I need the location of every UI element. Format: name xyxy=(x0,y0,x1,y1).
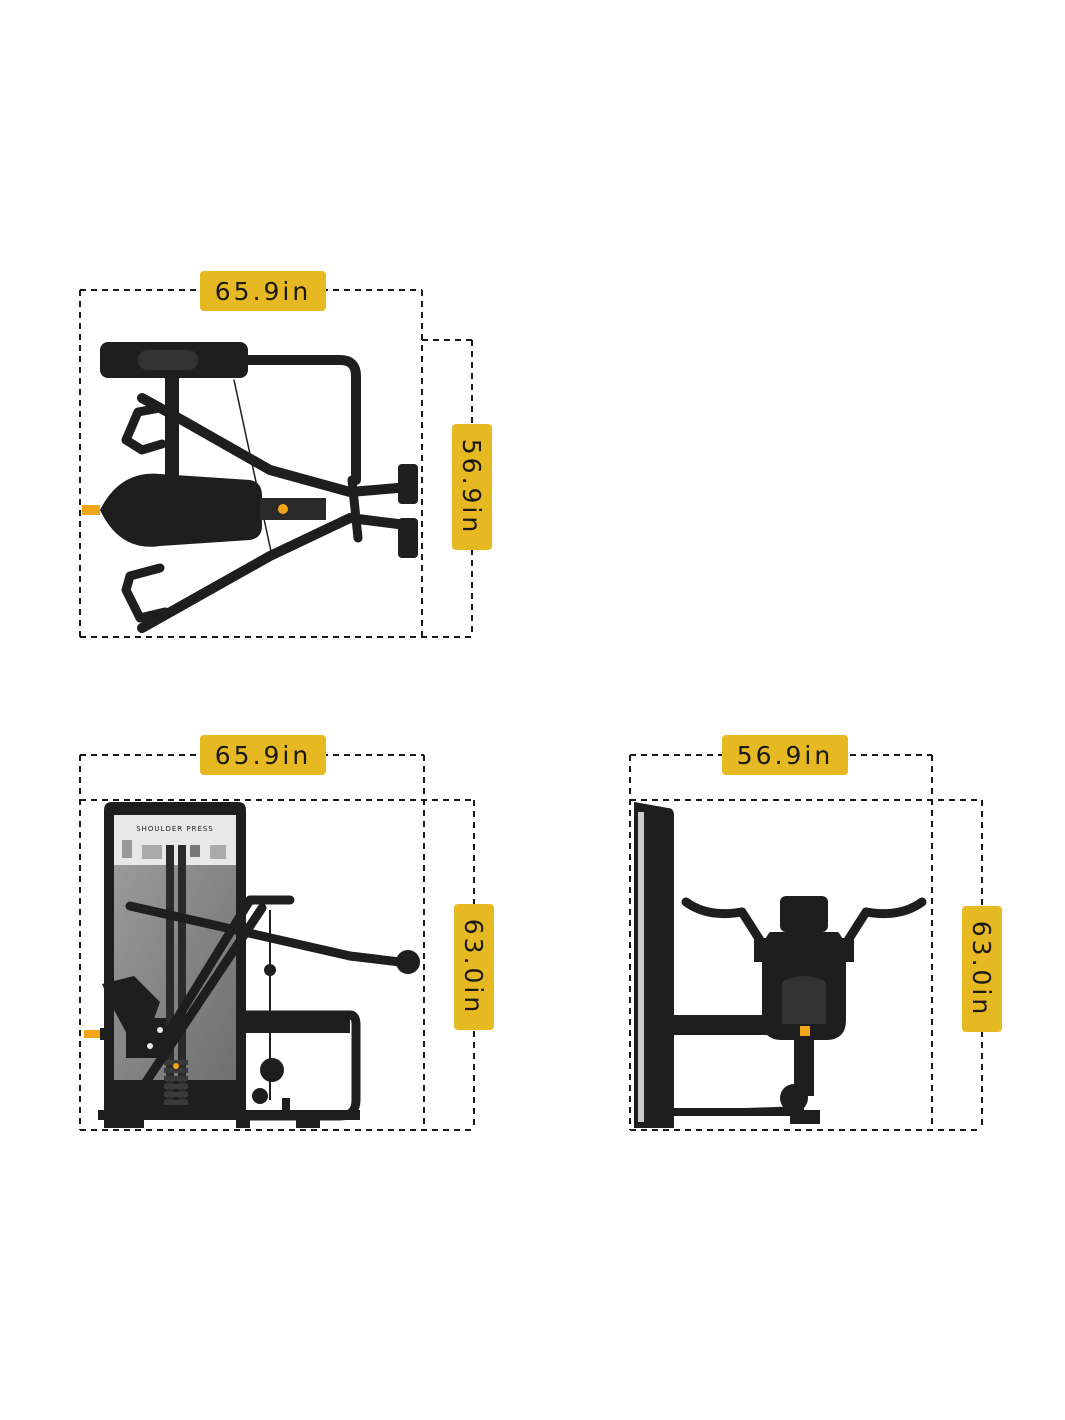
front-height-dimension-label: 63.0in xyxy=(962,906,1002,1032)
front-height-text: 63.0in xyxy=(967,921,996,1017)
side-width-dimension-label: 65.9in xyxy=(200,735,326,775)
side-height-dimension-label: 63.0in xyxy=(454,904,494,1030)
top-width-text: 65.9in xyxy=(215,277,311,306)
weight-plates xyxy=(164,1060,188,1105)
placard-title: SHOULDER PRESS xyxy=(136,825,214,833)
top-width-dimension-label: 65.9in xyxy=(200,271,326,311)
side-view-machine: SHOULDER PRESS xyxy=(84,802,420,1128)
front-view-machine xyxy=(634,802,927,1128)
side-height-text: 63.0in xyxy=(459,919,488,1015)
front-view: 56.9in 63.0in xyxy=(629,735,1002,1131)
top-depth-dimension-label: 56.9in xyxy=(452,424,492,550)
top-depth-text: 56.9in xyxy=(457,439,486,535)
front-width-text: 56.9in xyxy=(737,741,833,770)
side-width-text: 65.9in xyxy=(215,741,311,770)
top-view: 65.9in 56.9in xyxy=(79,271,492,638)
side-view: SHOULDER PRESS xyxy=(79,735,494,1131)
top-view-machine xyxy=(82,342,418,633)
front-width-dimension-label: 56.9in xyxy=(722,735,848,775)
